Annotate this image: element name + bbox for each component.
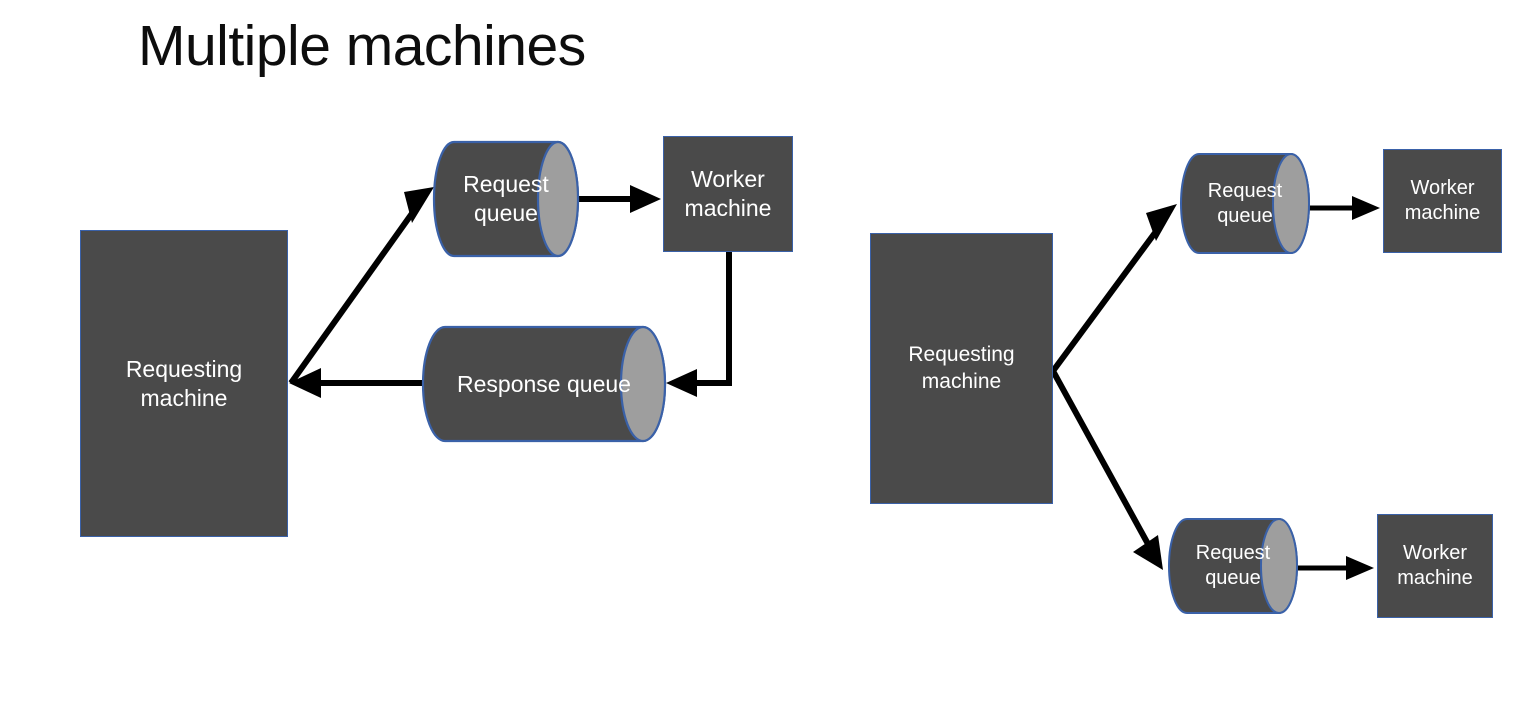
node-left-response-queue[interactable]: Response queue <box>421 325 667 443</box>
node-label-line2: machine <box>921 369 1002 393</box>
connector-requesting-to-queue-bottom <box>1050 369 1163 570</box>
node-left-request-queue[interactable]: Request queue <box>432 140 580 258</box>
connector-response-queue-to-requesting <box>289 368 424 398</box>
page-title: Multiple machines <box>138 14 586 78</box>
node-label-line1: Requesting <box>908 343 1015 367</box>
cylinder-shape <box>1168 518 1298 614</box>
node-label-line1: Requesting <box>125 355 243 382</box>
cylinder-shape <box>1180 153 1310 254</box>
node-label-line1: Worker <box>691 166 765 193</box>
node-left-worker-machine[interactable]: Worker machine <box>663 136 793 252</box>
node-right-worker-machine-bottom[interactable]: Worker machine <box>1377 514 1493 618</box>
connector-requesting-to-request-queue <box>288 187 434 385</box>
node-label-line2: machine <box>684 195 772 221</box>
node-label: Requesting machine <box>126 355 242 412</box>
node-right-request-queue-top[interactable]: Request queue <box>1180 152 1310 255</box>
connector-requesting-to-queue-top <box>1050 204 1177 373</box>
node-right-request-queue-bottom[interactable]: Request queue <box>1168 517 1298 615</box>
connector-request-queue-to-worker <box>578 185 661 213</box>
node-right-requesting-machine[interactable]: Requesting machine <box>870 233 1053 504</box>
cylinder-shape <box>432 140 580 258</box>
node-label: Worker machine <box>1397 541 1473 591</box>
node-label: Requesting machine <box>908 342 1014 394</box>
connector-worker-to-response-queue <box>666 252 732 397</box>
node-label: Worker machine <box>685 165 772 222</box>
node-label-line2: machine <box>1404 202 1481 224</box>
node-label-line2: machine <box>1397 567 1473 589</box>
node-label-line2: machine <box>140 384 228 411</box>
node-right-worker-machine-top[interactable]: Worker machine <box>1383 149 1502 253</box>
cylinder-shape <box>421 325 667 443</box>
node-label-line1: Worker <box>1410 177 1475 200</box>
connector-queue-bottom-to-worker-bottom <box>1296 556 1374 580</box>
node-label: Worker machine <box>1405 176 1481 226</box>
connector-queue-top-to-worker-top <box>1308 196 1380 220</box>
node-left-requesting-machine[interactable]: Requesting machine <box>80 230 288 537</box>
node-label-line1: Worker <box>1402 542 1468 565</box>
